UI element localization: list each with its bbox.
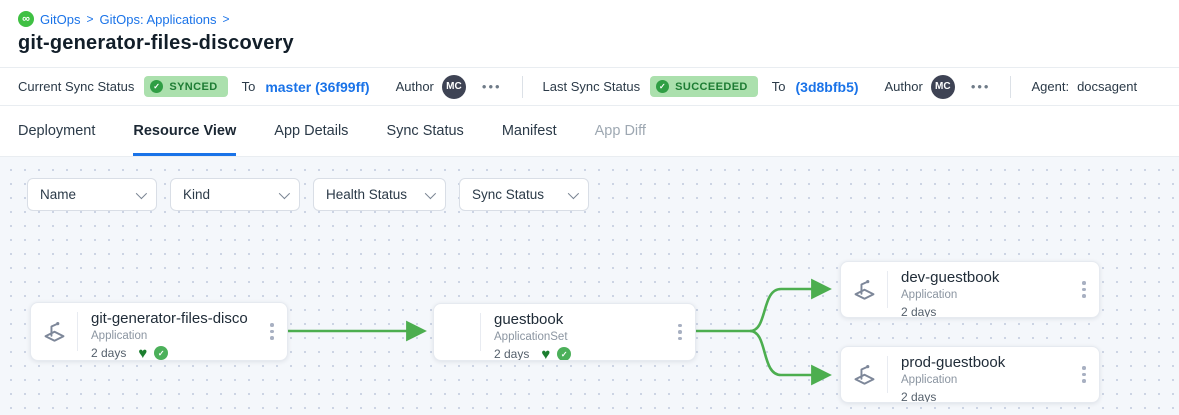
tab-bar: Deployment Resource View App Details Syn… — [0, 106, 1179, 157]
tab-deployment[interactable]: Deployment — [18, 123, 96, 139]
page-title: git-generator-files-discovery — [18, 32, 294, 54]
synced-check-icon: ✓ — [557, 347, 572, 360]
node-kind: ApplicationSet — [494, 331, 568, 343]
node-kind: Application — [901, 289, 958, 301]
node-body: git-generator-files-disco... Application… — [78, 303, 261, 360]
filter-sync-status-label: Sync Status — [472, 187, 545, 202]
sync-status-bar: Current Sync Status ✓ SYNCED To master (… — [0, 67, 1179, 106]
chevron-down-icon — [278, 187, 291, 199]
tab-resource-view[interactable]: Resource View — [133, 106, 237, 156]
synced-check-icon: ✓ — [154, 346, 169, 360]
tab-app-diff[interactable]: App Diff — [594, 123, 646, 139]
graph-node-git-generator-files-discovery[interactable]: git-generator-files-disco... Application… — [30, 302, 288, 361]
agent-value: docsagent — [1077, 79, 1138, 94]
breadcrumb-item-gitops[interactable]: GitOps — [40, 11, 81, 27]
divider — [521, 75, 523, 98]
chevron-down-icon — [135, 187, 148, 199]
filter-health-status-label: Health Status — [326, 187, 408, 202]
chevron-down-icon — [424, 187, 437, 199]
gitops-logo-icon: ∞ — [18, 11, 34, 27]
filter-kind-dropdown[interactable]: Kind — [170, 178, 300, 211]
current-sync-status-label: Current Sync Status — [18, 79, 135, 94]
breadcrumb: ∞ GitOps > GitOps: Applications > — [18, 11, 1161, 27]
node-age: 2 days — [494, 347, 530, 360]
breadcrumb-separator: > — [86, 12, 94, 26]
synced-badge-label: SYNCED — [169, 80, 218, 93]
node-age: 2 days — [91, 346, 127, 360]
resource-graph-canvas: Name Kind Health Status Sync Status — [0, 157, 1179, 415]
tab-app-details[interactable]: App Details — [274, 123, 349, 139]
node-body: prod-guestbook Application 2 days ♥ ✓ — [888, 347, 1073, 402]
succeeded-badge-label: SUCCEEDED — [675, 80, 748, 93]
edge-guestbook-to-prod — [749, 329, 832, 386]
filter-bar: Name Kind Health Status Sync Status — [27, 178, 589, 211]
node-menu-kebab-icon[interactable] — [1073, 347, 1095, 402]
filter-kind-label: Kind — [183, 187, 211, 202]
tab-sync-status[interactable]: Sync Status — [386, 123, 464, 139]
synced-status-badge: ✓ SYNCED — [144, 76, 228, 97]
node-title: git-generator-files-disco... — [91, 310, 249, 327]
author-avatar[interactable]: MC — [441, 74, 466, 99]
succeeded-status-badge: ✓ SUCCEEDED — [650, 76, 758, 97]
graph-node-dev-guestbook[interactable]: dev-guestbook Application 2 days ♥ ✓ — [840, 261, 1100, 318]
graph-node-guestbook[interactable]: guestbook ApplicationSet 2 days ♥ ✓ — [433, 303, 696, 361]
breadcrumb-item-applications[interactable]: GitOps: Applications — [99, 11, 217, 27]
author-label: Author — [884, 79, 923, 94]
filter-sync-status-dropdown[interactable]: Sync Status — [459, 178, 589, 211]
node-menu-kebab-icon[interactable] — [669, 304, 691, 360]
node-kind: Application — [901, 374, 958, 386]
node-menu-kebab-icon[interactable] — [261, 303, 283, 360]
node-title: dev-guestbook — [901, 269, 1000, 286]
node-age: 2 days — [901, 305, 937, 317]
node-title: guestbook — [494, 311, 564, 328]
filter-name-dropdown[interactable]: Name — [27, 178, 157, 211]
current-revision-link[interactable]: master (36f99ff) — [265, 78, 370, 95]
graph-node-prod-guestbook[interactable]: prod-guestbook Application 2 days ♥ ✓ — [840, 346, 1100, 403]
check-circle-icon: ✓ — [656, 80, 670, 93]
divider — [887, 271, 888, 308]
divider — [480, 313, 481, 351]
node-kind: Application — [91, 330, 148, 342]
last-revision-link[interactable]: (3d8bfb5) — [795, 78, 859, 95]
last-sync-status-label: Last Sync Status — [542, 79, 641, 94]
author-avatar[interactable]: MC — [930, 74, 955, 99]
node-body: guestbook ApplicationSet 2 days ♥ ✓ — [481, 304, 669, 360]
last-to-label: To — [771, 79, 786, 94]
agent-label: Agent: — [1031, 79, 1070, 94]
breadcrumb-separator: > — [222, 12, 230, 26]
application-icon — [841, 347, 887, 402]
tab-manifest[interactable]: Manifest — [501, 123, 557, 139]
node-age: 2 days — [901, 390, 937, 402]
author-label: Author — [395, 79, 434, 94]
filter-health-status-dropdown[interactable]: Health Status — [313, 178, 446, 211]
more-options-icon[interactable]: ••• — [481, 79, 502, 94]
edge-guestbook-to-dev — [749, 278, 832, 333]
chevron-down-icon — [567, 187, 580, 199]
check-circle-icon: ✓ — [150, 80, 164, 93]
page-header: ∞ GitOps > GitOps: Applications > git-ge… — [0, 0, 1179, 67]
node-menu-kebab-icon[interactable] — [1073, 262, 1095, 317]
divider — [887, 356, 888, 393]
application-icon — [31, 303, 77, 360]
divider — [77, 312, 78, 351]
more-options-icon[interactable]: ••• — [970, 79, 991, 94]
health-heart-icon: ♥ — [541, 345, 551, 361]
filter-name-label: Name — [40, 187, 77, 202]
application-icon — [841, 262, 887, 317]
health-heart-icon: ♥ — [138, 344, 148, 361]
node-body: dev-guestbook Application 2 days ♥ ✓ — [888, 262, 1073, 317]
divider — [1010, 75, 1012, 98]
node-title: prod-guestbook — [901, 354, 1006, 371]
current-to-label: To — [241, 79, 256, 94]
